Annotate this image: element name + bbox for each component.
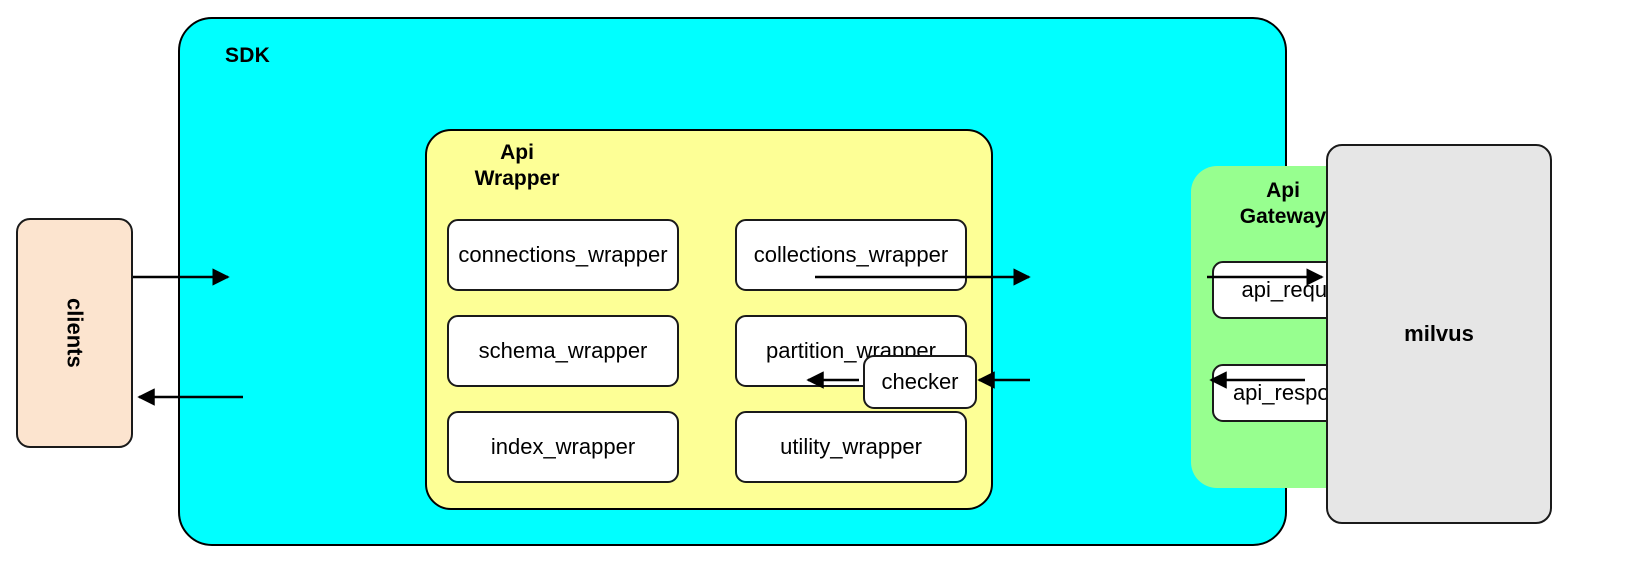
module-utility-wrapper-label: utility_wrapper xyxy=(780,434,922,459)
module-connections-wrapper[interactable]: connections_wrapper xyxy=(447,219,679,291)
module-schema-wrapper-label: schema_wrapper xyxy=(478,338,648,363)
node-milvus-label: milvus xyxy=(1404,321,1474,346)
node-checker-label: checker xyxy=(881,369,959,394)
node-clients-label: clients xyxy=(62,298,88,368)
node-clients[interactable]: clients xyxy=(16,218,133,448)
container-sdk[interactable]: SDK Api Wrapper connections_wrapper coll… xyxy=(178,17,1417,546)
module-collections-wrapper-label: collections_wrapper xyxy=(753,242,949,267)
module-utility-wrapper[interactable]: utility_wrapper xyxy=(735,411,967,483)
node-checker[interactable]: checker xyxy=(863,355,977,409)
node-milvus[interactable]: milvus xyxy=(1326,144,1552,524)
container-api-wrapper-label: Api Wrapper xyxy=(474,141,560,191)
container-api-wrapper[interactable]: Api Wrapper connections_wrapper collecti… xyxy=(425,129,993,510)
module-partition-wrapper[interactable]: partition_wrapper xyxy=(735,315,967,387)
module-collections-wrapper[interactable]: collections_wrapper xyxy=(735,219,967,291)
module-connections-wrapper-label: connections_wrapper xyxy=(458,242,668,267)
module-index-wrapper[interactable]: index_wrapper xyxy=(447,411,679,483)
container-api-gateway-label: Api Gateway xyxy=(1239,179,1327,229)
module-schema-wrapper[interactable]: schema_wrapper xyxy=(447,315,679,387)
container-sdk-label: SDK xyxy=(225,44,270,67)
module-index-wrapper-label: index_wrapper xyxy=(490,434,636,459)
